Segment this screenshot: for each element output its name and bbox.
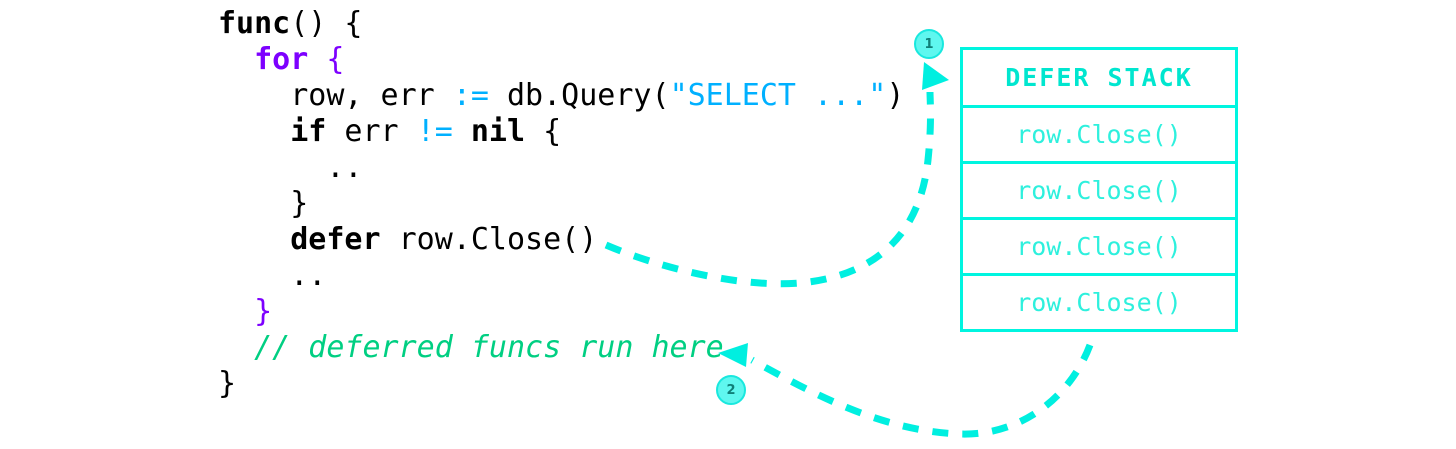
step-badge-1: 1 <box>914 29 944 59</box>
code-token: "SELECT ..." <box>669 78 887 113</box>
code-indent <box>218 42 254 77</box>
line-if-err: if err != nil { <box>218 114 904 150</box>
code-token <box>453 114 471 149</box>
line-defer: defer row.Close() <box>218 222 904 258</box>
code-token <box>308 42 326 77</box>
line-if-close: } <box>218 186 904 222</box>
code-indent <box>218 150 326 185</box>
code-token: ) <box>886 78 905 113</box>
code-token: () { <box>290 6 363 41</box>
step-badge-2: 2 <box>716 375 746 405</box>
code-token: { <box>525 114 562 149</box>
defer-stack-entry: row.Close() <box>963 108 1235 164</box>
defer-stack-entry: row.Close() <box>963 164 1235 220</box>
code-indent <box>218 294 254 329</box>
line-for-open: for { <box>218 42 904 78</box>
code-listing: func() { for { row, err := db.Query("SEL… <box>218 6 904 402</box>
code-token: != <box>416 114 453 149</box>
code-token: // deferred funcs run here <box>254 330 724 365</box>
code-token: nil <box>470 114 526 149</box>
defer-stack-entry: row.Close() <box>1016 288 1182 317</box>
code-indent <box>218 330 254 365</box>
code-token: := <box>452 78 489 113</box>
code-token: if <box>290 114 327 149</box>
code-token: } <box>218 366 237 401</box>
defer-stack-header: DEFER STACK <box>963 50 1235 108</box>
code-token: row.Close() <box>380 222 598 257</box>
line-ellipsis-2: .. <box>218 258 904 294</box>
code-indent <box>218 114 290 149</box>
code-token: } <box>254 294 273 329</box>
code-token: row, err <box>290 78 453 113</box>
arrow-defer-to-stack-head <box>922 62 949 90</box>
line-for-close: } <box>218 294 904 330</box>
line-ellipsis-1: .. <box>218 150 904 186</box>
code-token: db.Query( <box>488 78 670 113</box>
code-token: { <box>326 42 345 77</box>
line-query: row, err := db.Query("SELECT ...") <box>218 78 904 114</box>
code-token: .. <box>326 150 363 185</box>
code-token: func <box>218 6 291 41</box>
code-indent <box>218 222 290 257</box>
defer-stack-entry: row.Close() <box>963 220 1235 276</box>
code-token: } <box>290 186 309 221</box>
code-token: defer <box>290 222 381 257</box>
code-token: .. <box>290 258 327 293</box>
code-indent <box>218 258 290 293</box>
code-token: for <box>254 42 309 77</box>
line-func-close: } <box>218 366 904 402</box>
line-func-open: func() { <box>218 6 904 42</box>
code-indent <box>218 78 290 113</box>
line-comment: // deferred funcs run here <box>218 330 904 366</box>
defer-stack-box: DEFER STACK row.Close() row.Close() row.… <box>960 47 1238 332</box>
code-indent <box>218 186 290 221</box>
code-token: err <box>326 114 417 149</box>
